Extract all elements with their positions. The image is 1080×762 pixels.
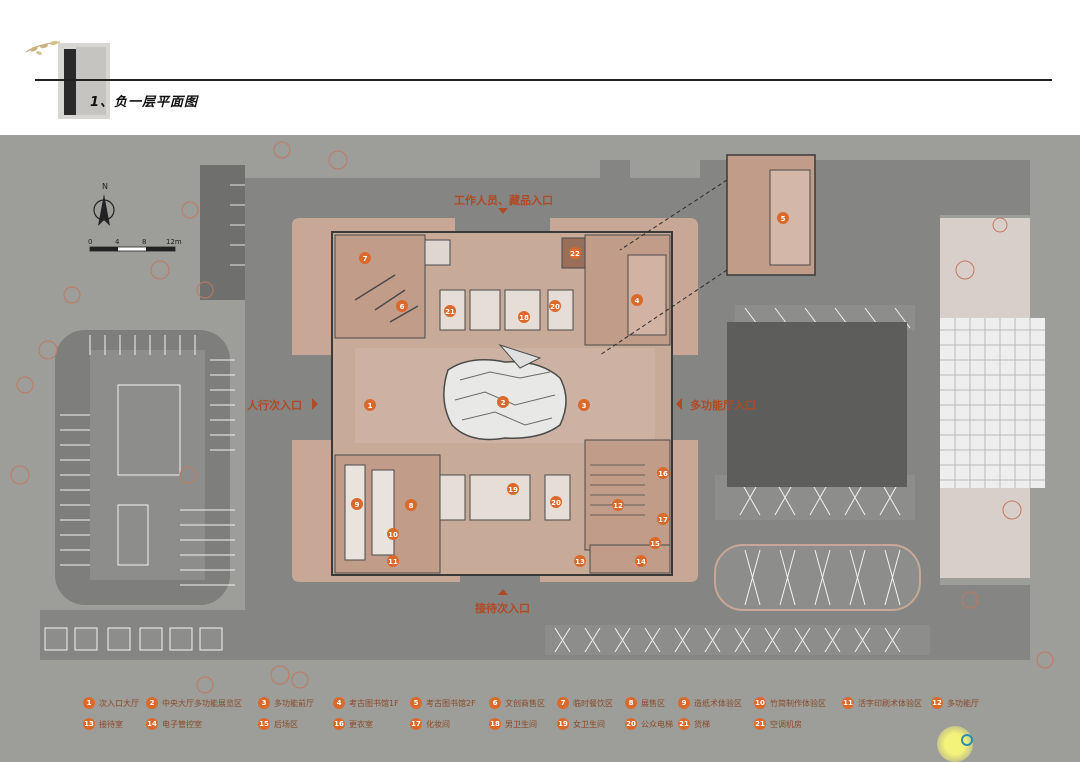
room-number-14: 14	[636, 558, 646, 566]
room-number-15: 15	[650, 540, 660, 548]
room-number-2: 2	[501, 399, 506, 407]
room-number-4: 4	[635, 297, 640, 305]
room-number-6: 6	[400, 303, 405, 311]
scale-label-8: 8	[142, 238, 146, 246]
section-thumbnail	[58, 43, 110, 119]
room-number-5: 5	[781, 215, 786, 223]
cursor-highlight-icon	[937, 726, 973, 762]
scale-bar	[89, 246, 176, 252]
room-number-19: 19	[508, 486, 518, 494]
room-number-1: 1	[368, 402, 373, 410]
floor-plan: 1 2 3 4 5 6 7 8 9 10 11 12 13 14 15 16 1…	[0, 135, 1080, 762]
room-number-3: 3	[582, 402, 587, 410]
room-number-18: 18	[519, 314, 529, 322]
entrance-left-label: 人行次入口	[247, 399, 302, 412]
page-title: 1、负一层平面图	[90, 95, 199, 110]
entrance-bottom-label: 接待次入口	[475, 602, 530, 615]
room-number-11: 11	[388, 558, 398, 566]
room-number-21: 21	[445, 308, 455, 316]
scale-label-4: 4	[115, 238, 120, 246]
room-number-12: 12	[613, 502, 623, 510]
room-number-17: 17	[658, 516, 668, 524]
scale-label-12m: 12m	[166, 238, 182, 246]
room-number-22: 22	[570, 250, 580, 258]
room-number-10: 10	[388, 531, 398, 539]
north-arrow-icon	[93, 194, 115, 226]
room-number-13: 13	[575, 558, 585, 566]
room-number-20a: 20	[550, 303, 560, 311]
room-number-8: 8	[409, 502, 414, 510]
leaf-ornament-icon	[25, 40, 61, 55]
room-number-7: 7	[363, 255, 368, 263]
scale-label-0: 0	[88, 238, 92, 246]
room-number-20b: 20	[551, 499, 561, 507]
room-number-16: 16	[658, 470, 668, 478]
entrance-right-label: 多功能厅入口	[690, 399, 756, 412]
page-header: 1、负一层平面图	[0, 0, 1080, 135]
north-label: N	[102, 182, 108, 191]
entrance-top-label: 工作人员、藏品入口	[454, 194, 553, 207]
room-number-9: 9	[355, 501, 360, 509]
header-rule	[35, 79, 1052, 81]
